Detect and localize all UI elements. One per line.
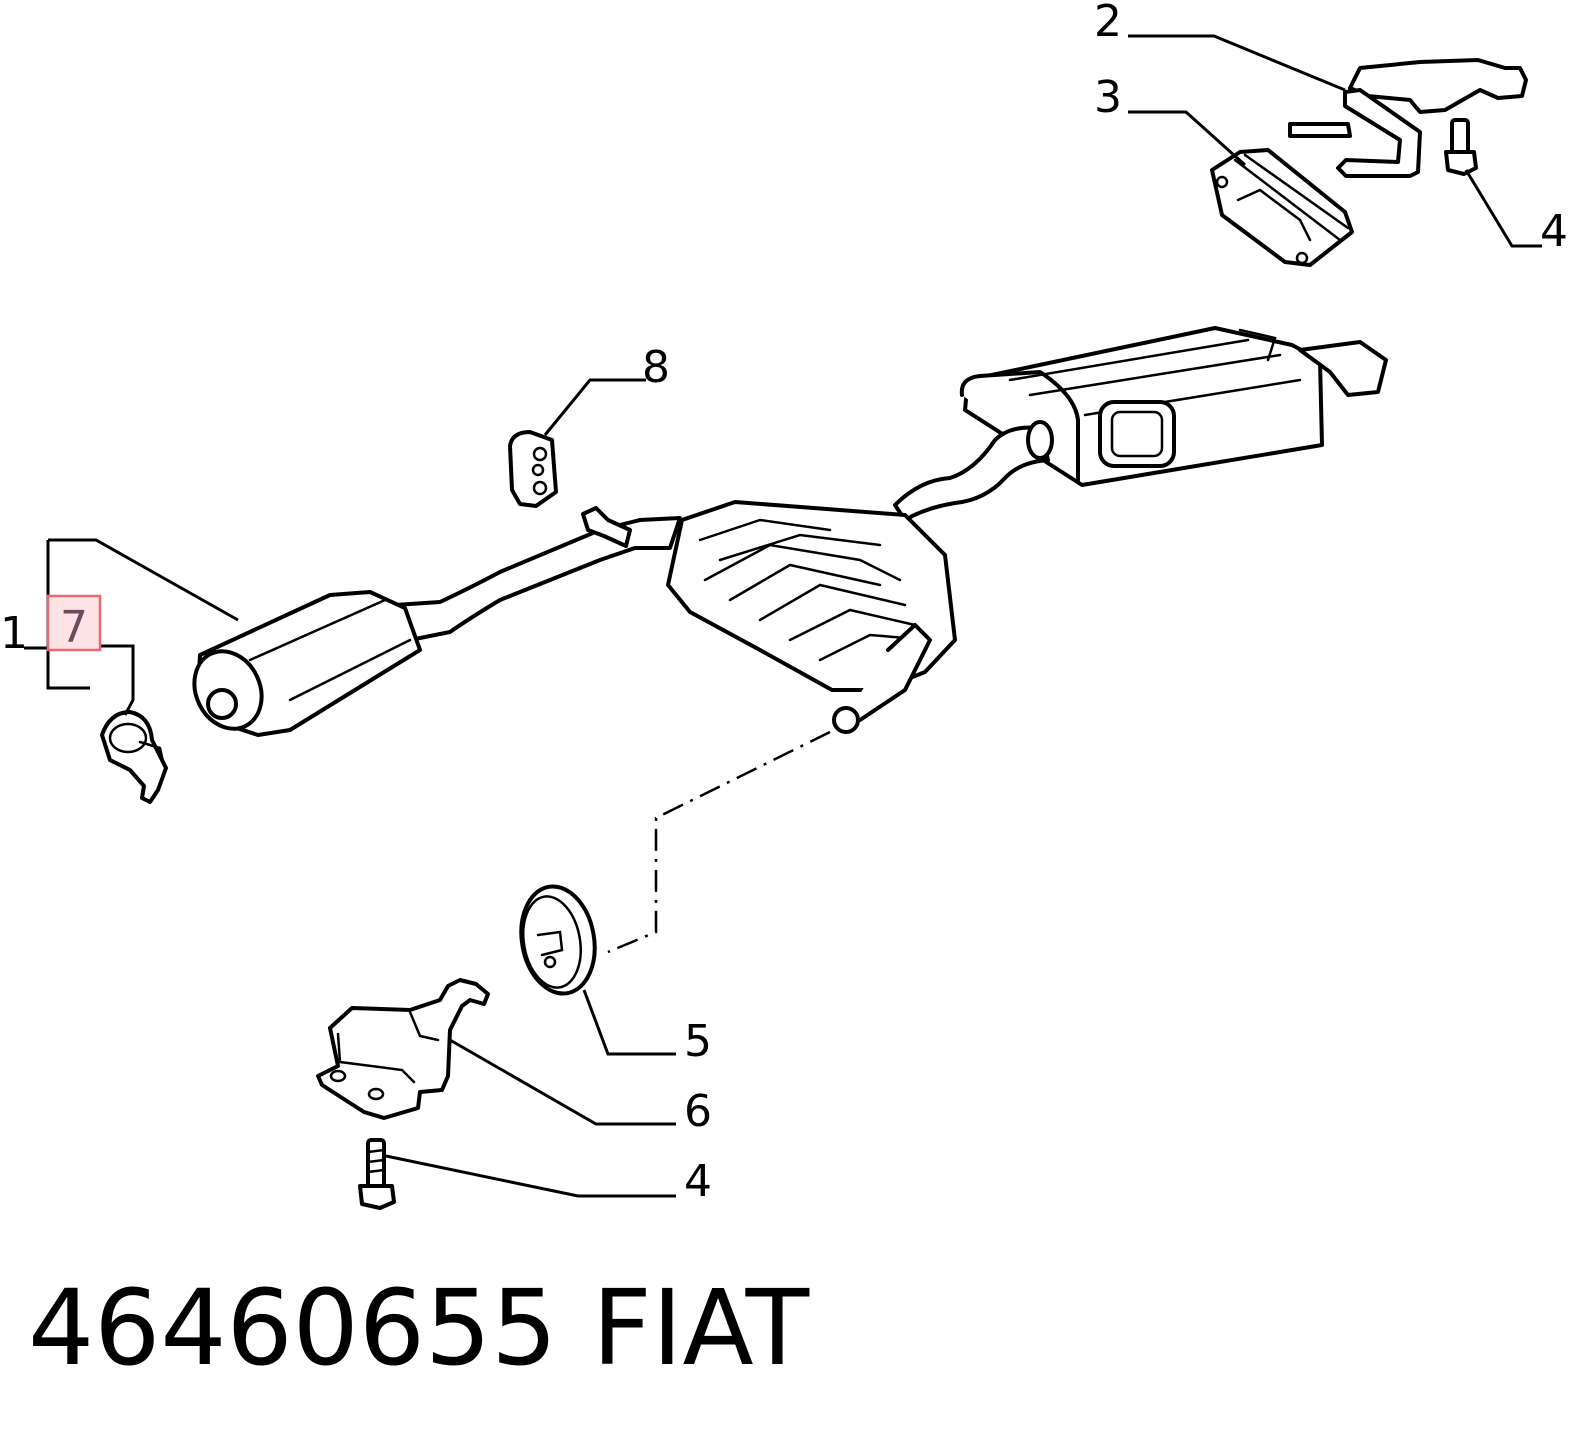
connecting-pipe-front <box>393 506 682 642</box>
rubber-mount-small <box>508 430 558 508</box>
bolt-bottom <box>358 1138 396 1210</box>
callout-1: 1 <box>0 608 28 659</box>
callout-6: 6 <box>684 1086 712 1137</box>
brand-name: FIAT <box>592 1267 810 1389</box>
lower-bracket <box>316 978 490 1120</box>
exhaust-clamp <box>100 710 168 804</box>
rubber-insulator <box>1210 148 1354 267</box>
callout-3: 3 <box>1094 72 1122 123</box>
connecting-pipe-rear <box>893 420 1054 522</box>
callout-4-bottom: 4 <box>684 1156 712 1207</box>
center-silencer <box>666 500 957 734</box>
callout-5: 5 <box>684 1016 712 1067</box>
callout-8: 8 <box>642 342 670 393</box>
rubber-ring-mount <box>519 884 597 996</box>
leader-lines <box>24 34 1542 1198</box>
part-number: 46460655 <box>28 1267 557 1389</box>
callout-7-highlight <box>46 594 102 652</box>
rear-silencer <box>959 326 1388 487</box>
hanger-bracket <box>1288 58 1528 178</box>
assembly-guide-line <box>607 730 831 954</box>
callout-7: 7 <box>60 602 88 653</box>
front-silencer <box>192 590 422 737</box>
bolt-top <box>1444 118 1478 176</box>
callout-2: 2 <box>1094 0 1122 47</box>
callout-4-top: 4 <box>1540 206 1568 257</box>
